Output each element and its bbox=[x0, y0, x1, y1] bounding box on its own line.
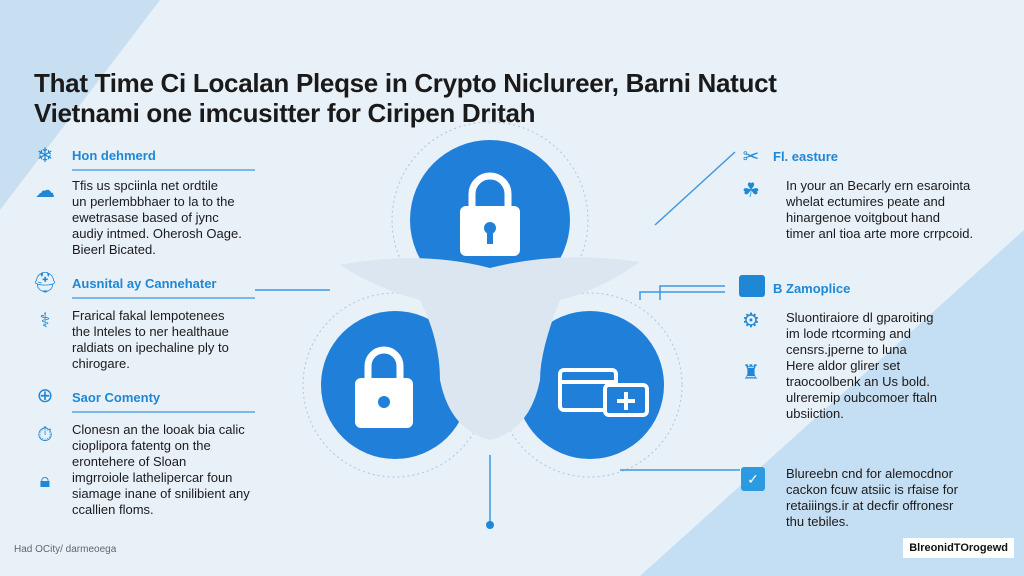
globe-icon: ⊕ bbox=[36, 385, 54, 407]
wing-shape bbox=[340, 257, 640, 440]
lock-icon: 🔒︎ bbox=[39, 470, 51, 492]
left-section-2: Ausnital ay Cannehater bbox=[72, 276, 255, 299]
brand-badge: BlreonidTOrogewd bbox=[903, 538, 1014, 558]
briefcase-icon bbox=[739, 275, 765, 297]
section-heading: Hon dehmerd bbox=[72, 148, 156, 163]
network-icon: ☘ bbox=[742, 180, 760, 202]
right-section-2: B Zamoplice bbox=[773, 280, 850, 298]
section-heading: B Zamoplice bbox=[773, 281, 851, 296]
divider bbox=[72, 169, 255, 171]
timer-icon: ⏱ bbox=[37, 424, 53, 446]
right-circle bbox=[516, 311, 664, 459]
robot-icon: ⚙ bbox=[742, 310, 760, 332]
section-heading: Ausnital ay Cannehater bbox=[72, 276, 217, 291]
person-icon: ⚕ bbox=[39, 310, 51, 332]
page-title: That Time Ci Localan Pleqse in Crypto Ni… bbox=[34, 68, 777, 128]
scissors-icon: ✂ bbox=[742, 146, 760, 168]
shield-check-icon: ✓ bbox=[741, 467, 765, 491]
left-section-1: Hon dehmerd bbox=[72, 148, 255, 171]
section-heading: Fl. easture bbox=[773, 149, 839, 164]
helmet-icon: ⛑ bbox=[32, 272, 58, 294]
left-lock-icon bbox=[355, 346, 413, 428]
card-plus-icon bbox=[558, 368, 649, 417]
right-section-1: Fl. easture bbox=[773, 148, 838, 166]
left-section-3: Saor Comenty bbox=[72, 390, 255, 413]
divider bbox=[72, 297, 255, 299]
connector-dot bbox=[486, 521, 494, 529]
section-heading: Saor Comenty bbox=[72, 390, 161, 405]
footer-credit: Had OCity/ darmeoega bbox=[14, 544, 117, 555]
top-lock-icon bbox=[460, 172, 520, 256]
drop-icon: ❄ bbox=[36, 145, 54, 167]
divider bbox=[72, 411, 255, 413]
tower-icon: ♜ bbox=[742, 362, 760, 384]
cloud-icon: ☁ bbox=[35, 180, 55, 202]
